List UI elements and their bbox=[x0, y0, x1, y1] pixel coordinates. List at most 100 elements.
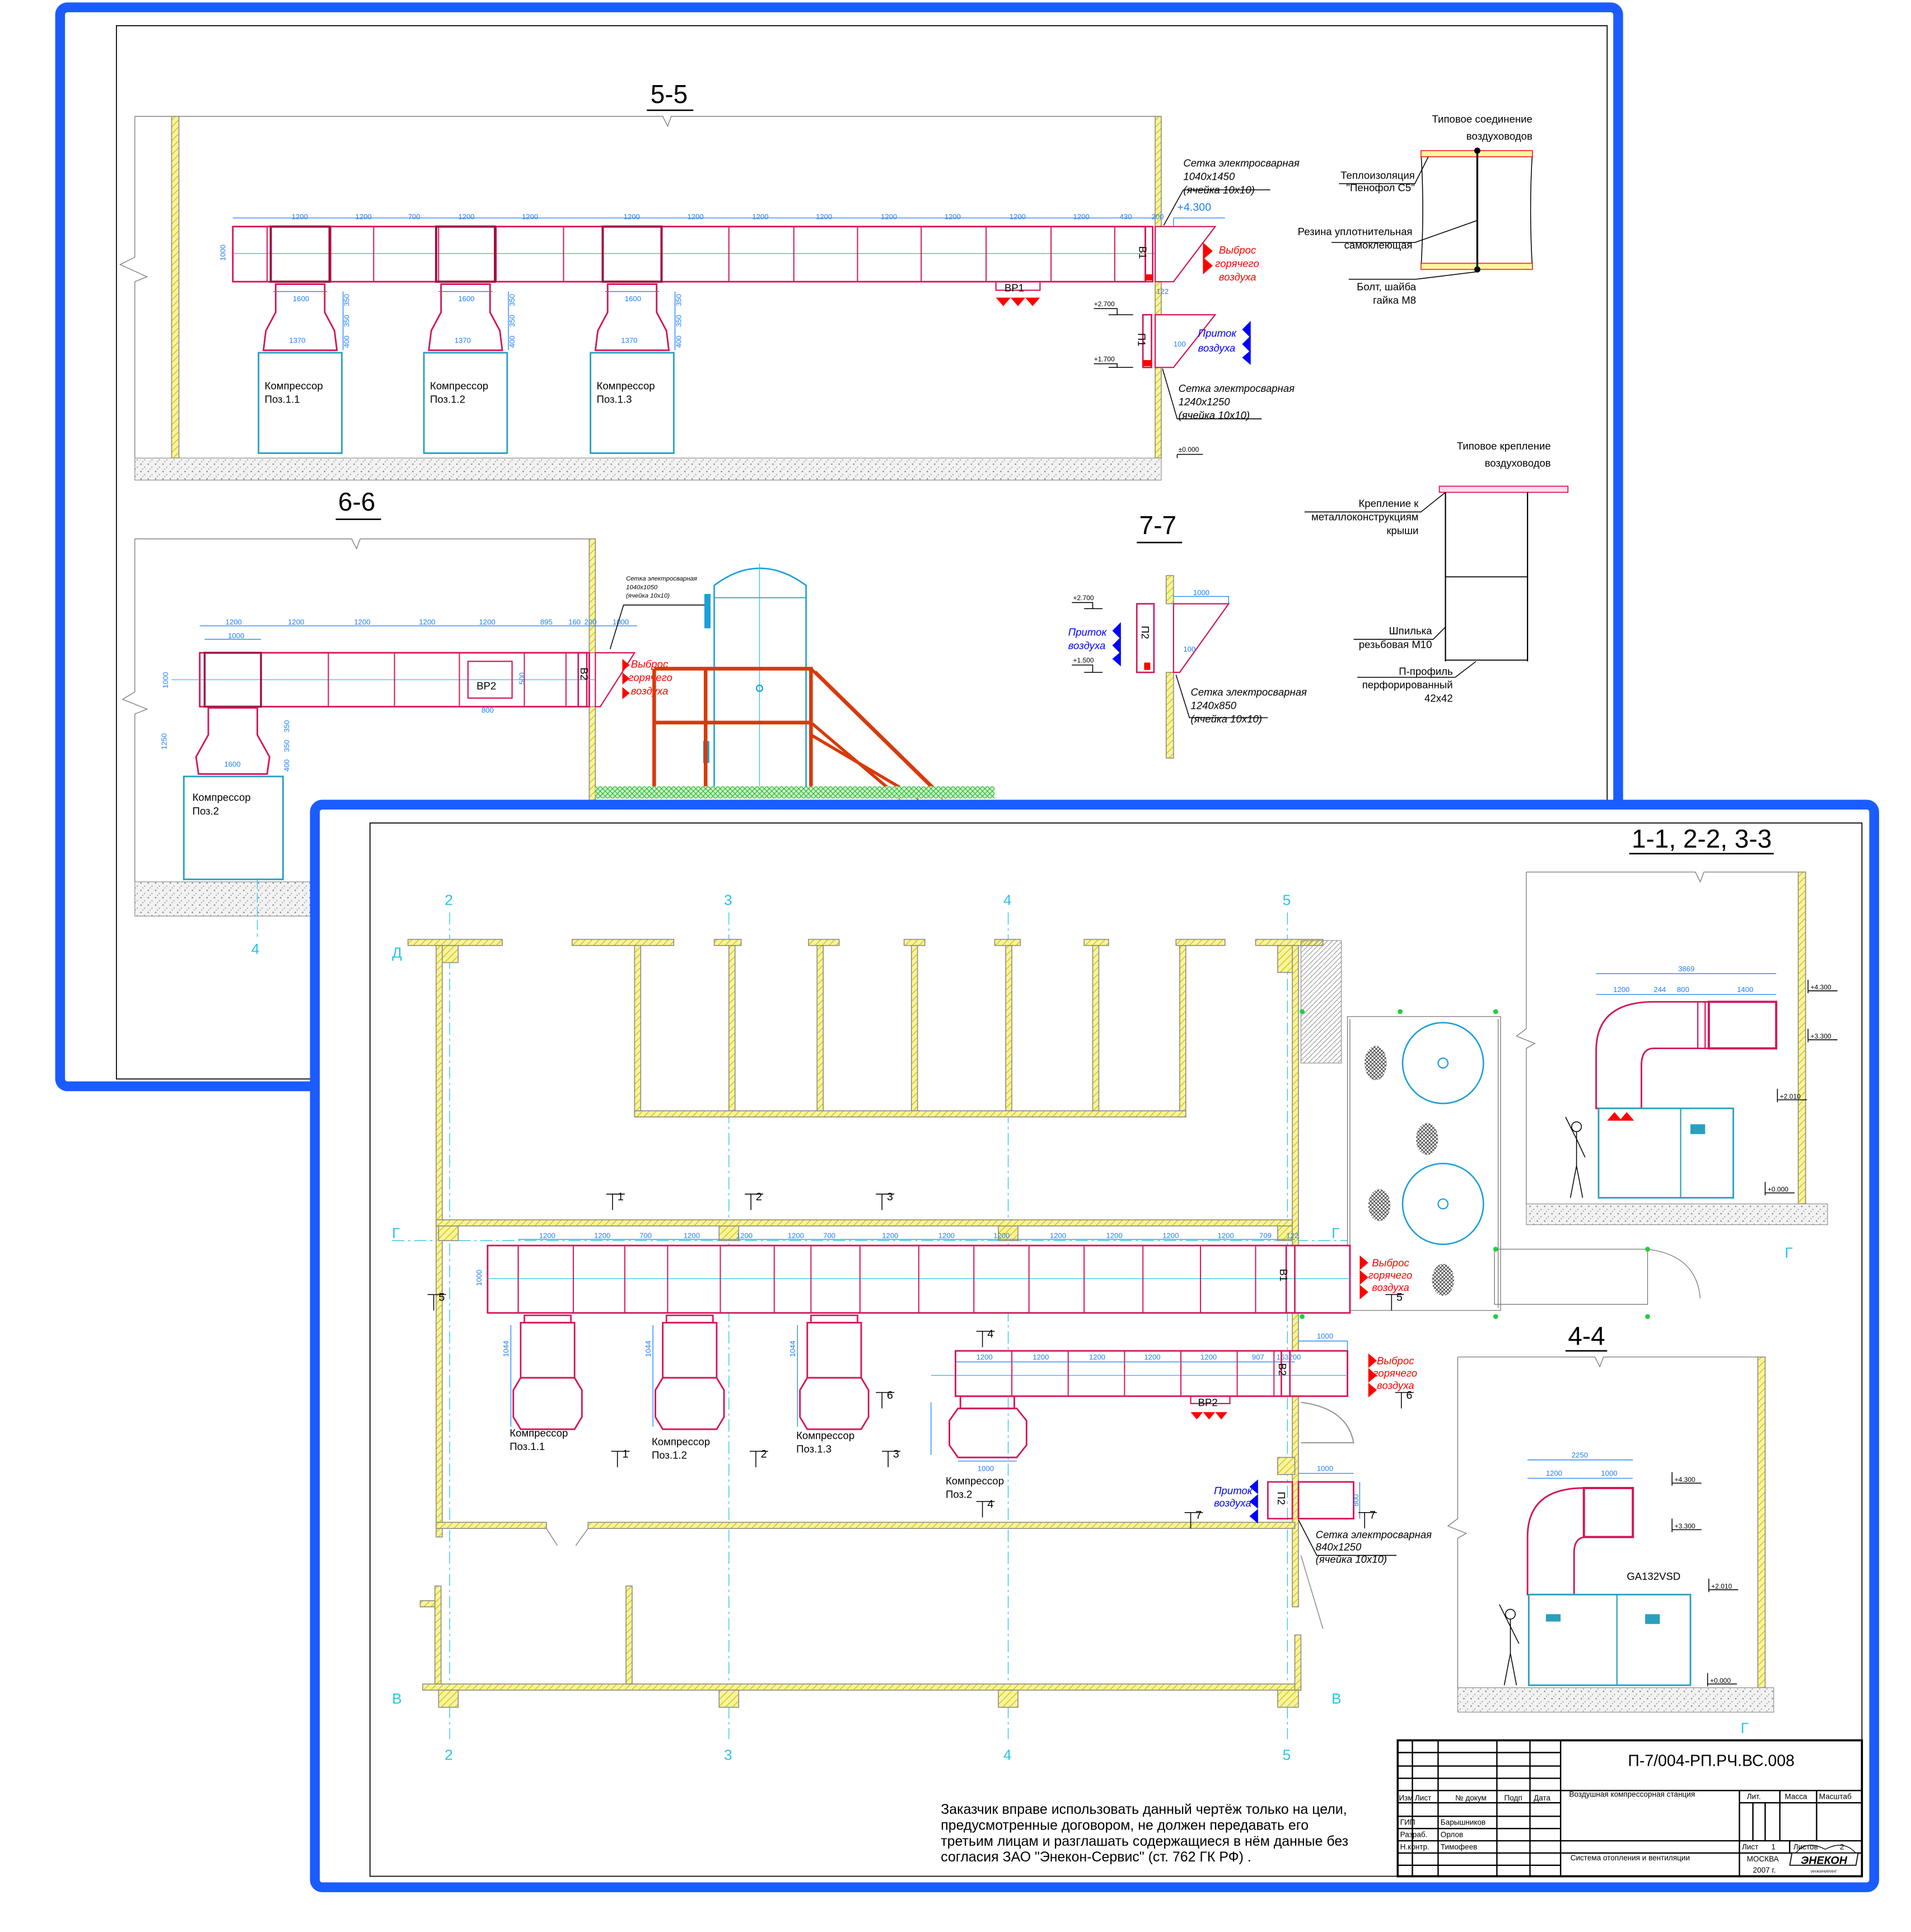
dim: 1600 bbox=[224, 760, 240, 768]
level-label: +3.300 bbox=[1810, 1032, 1831, 1040]
section-cut-label: 6 bbox=[887, 1389, 893, 1401]
grille-p2 bbox=[1136, 603, 1155, 673]
copyright-note: Заказчик вправе использовать данный черт… bbox=[941, 1802, 1348, 1865]
compressor-label: Поз.1.1 bbox=[510, 1440, 545, 1452]
dimension-label: 350 bbox=[343, 315, 351, 327]
header: Масштаб bbox=[1819, 1793, 1852, 1801]
compressor-label: Поз.1.1 bbox=[265, 394, 300, 405]
dimension-label: 1600 bbox=[293, 294, 309, 303]
grille-note: Сетка электросварная bbox=[1316, 1529, 1432, 1541]
filter-icon bbox=[1365, 1046, 1387, 1080]
header: Изм bbox=[1399, 1794, 1413, 1802]
b1-label: В1 bbox=[1278, 1269, 1289, 1281]
exhaust-label: Выброс bbox=[631, 658, 669, 670]
note-line: предусмотренные договором, не должен пер… bbox=[941, 1817, 1309, 1833]
level-mark bbox=[1777, 1088, 1807, 1102]
person: Барышников bbox=[1441, 1818, 1485, 1827]
dimension-line bbox=[199, 625, 637, 640]
note: Болт, шайба bbox=[1357, 280, 1417, 292]
level-mark: +1.700 bbox=[1094, 355, 1115, 363]
header: № докум bbox=[1455, 1794, 1487, 1802]
note: перфорированный bbox=[1362, 679, 1453, 690]
dimension-label: 1200 bbox=[479, 618, 496, 626]
compressor-label: Компрессор bbox=[510, 1427, 568, 1439]
dimension-label: 907 bbox=[1252, 1353, 1264, 1361]
grille-p2 bbox=[1267, 1481, 1293, 1519]
grille-p1 bbox=[1142, 314, 1152, 368]
note: гайка М8 bbox=[1373, 294, 1416, 306]
level-top: +4.300 bbox=[1177, 201, 1211, 213]
dimension-label: 244 bbox=[1653, 985, 1666, 994]
axis-label: 4 bbox=[251, 941, 260, 957]
grille-note: (ячейка 10x10) bbox=[1316, 1553, 1387, 1565]
note: самоклеющая bbox=[1344, 239, 1413, 251]
axis-label: 4 bbox=[1003, 892, 1012, 909]
dimension-label: 1200 bbox=[539, 1232, 555, 1240]
exhaust-label: воздуха bbox=[631, 685, 669, 696]
section-cut-label: 6 bbox=[1407, 1389, 1413, 1401]
filter-icon bbox=[1432, 1264, 1454, 1296]
note: крыши bbox=[1386, 525, 1418, 536]
operator-figure bbox=[1499, 1604, 1520, 1686]
dimension-label: 800 bbox=[1677, 985, 1689, 994]
section-cut-mark bbox=[1385, 1294, 1404, 1311]
dim: 350 bbox=[282, 720, 291, 732]
grille-note: 1240x850 bbox=[1191, 700, 1237, 712]
supply-label: воздуха bbox=[1068, 639, 1106, 651]
axis-label: 4 bbox=[1003, 1747, 1012, 1763]
compressor-label: Компрессор bbox=[796, 1429, 854, 1441]
roof-beam bbox=[1438, 485, 1569, 493]
compressor-hood bbox=[434, 225, 496, 283]
grille-note: Сетка электросварная bbox=[1179, 382, 1295, 394]
note: резьбовая М10 bbox=[1359, 638, 1432, 650]
header: Масса bbox=[1785, 1793, 1808, 1801]
system-name: Система отопления и вентиляции bbox=[1571, 1854, 1690, 1862]
compressor-hood bbox=[203, 652, 262, 708]
dimension-label: 1044 bbox=[502, 1341, 510, 1357]
compressor-label: Поз.1.2 bbox=[652, 1449, 687, 1461]
section-title: 7-7 bbox=[1139, 511, 1176, 540]
level-mark bbox=[1708, 1578, 1739, 1592]
sheet-2-inner-frame bbox=[369, 822, 1863, 1877]
grille-note: Сетка электросварная bbox=[1183, 157, 1300, 169]
exhaust-hood bbox=[1154, 226, 1217, 283]
section-cut-label: 1 bbox=[618, 1191, 624, 1203]
row-axis-label: В bbox=[1331, 1690, 1342, 1707]
section-cut-label: 2 bbox=[761, 1448, 767, 1460]
bp1-label: ВР1 bbox=[1004, 282, 1024, 294]
section-title: 5-5 bbox=[651, 79, 688, 109]
dim: 1000 bbox=[1317, 1464, 1333, 1472]
role: ГИП bbox=[1400, 1818, 1415, 1827]
level-label: +4.300 bbox=[1675, 1476, 1695, 1484]
supply-label: воздуха bbox=[1198, 342, 1236, 354]
dimension-label: 1200 bbox=[788, 1232, 804, 1240]
dimension-label: 1200 bbox=[882, 1232, 898, 1240]
level-mark bbox=[1807, 1028, 1838, 1042]
dimension-label: 895 bbox=[540, 618, 553, 626]
section-cut-label: 1 bbox=[622, 1448, 628, 1460]
dimension-label: 350 bbox=[508, 315, 516, 327]
compressor-body bbox=[423, 352, 508, 454]
dimension-label: 1200 bbox=[594, 1232, 610, 1240]
logo-subtext: ИНЖИНИРИНГ bbox=[1811, 1870, 1837, 1874]
transition bbox=[262, 283, 338, 352]
dim: 1250 bbox=[160, 733, 169, 750]
dimension-label: 1200 bbox=[624, 213, 640, 221]
section-cut-mark bbox=[976, 1331, 995, 1348]
transition bbox=[428, 283, 503, 352]
dimension-label: 1044 bbox=[644, 1341, 652, 1357]
model-label: GA132VSD bbox=[1627, 1570, 1680, 1582]
grille-note: (ячейка 10x10) bbox=[626, 593, 670, 600]
dimension-label: 1200 bbox=[458, 213, 474, 221]
dimension-label: 709 bbox=[1259, 1232, 1272, 1240]
duct-elbow bbox=[1595, 1001, 1777, 1110]
b1-label: В1 bbox=[1137, 246, 1149, 259]
dimension-label: 1200 bbox=[1218, 1232, 1234, 1240]
enekon-logo: ЭНЕКОН ИНЖИНИРИНГ bbox=[1789, 1845, 1859, 1874]
sheet-number: 1 bbox=[1771, 1842, 1775, 1851]
dimension-label: 1044 bbox=[788, 1341, 797, 1357]
level-mark bbox=[1707, 1673, 1737, 1687]
level-mark bbox=[1671, 1472, 1702, 1486]
